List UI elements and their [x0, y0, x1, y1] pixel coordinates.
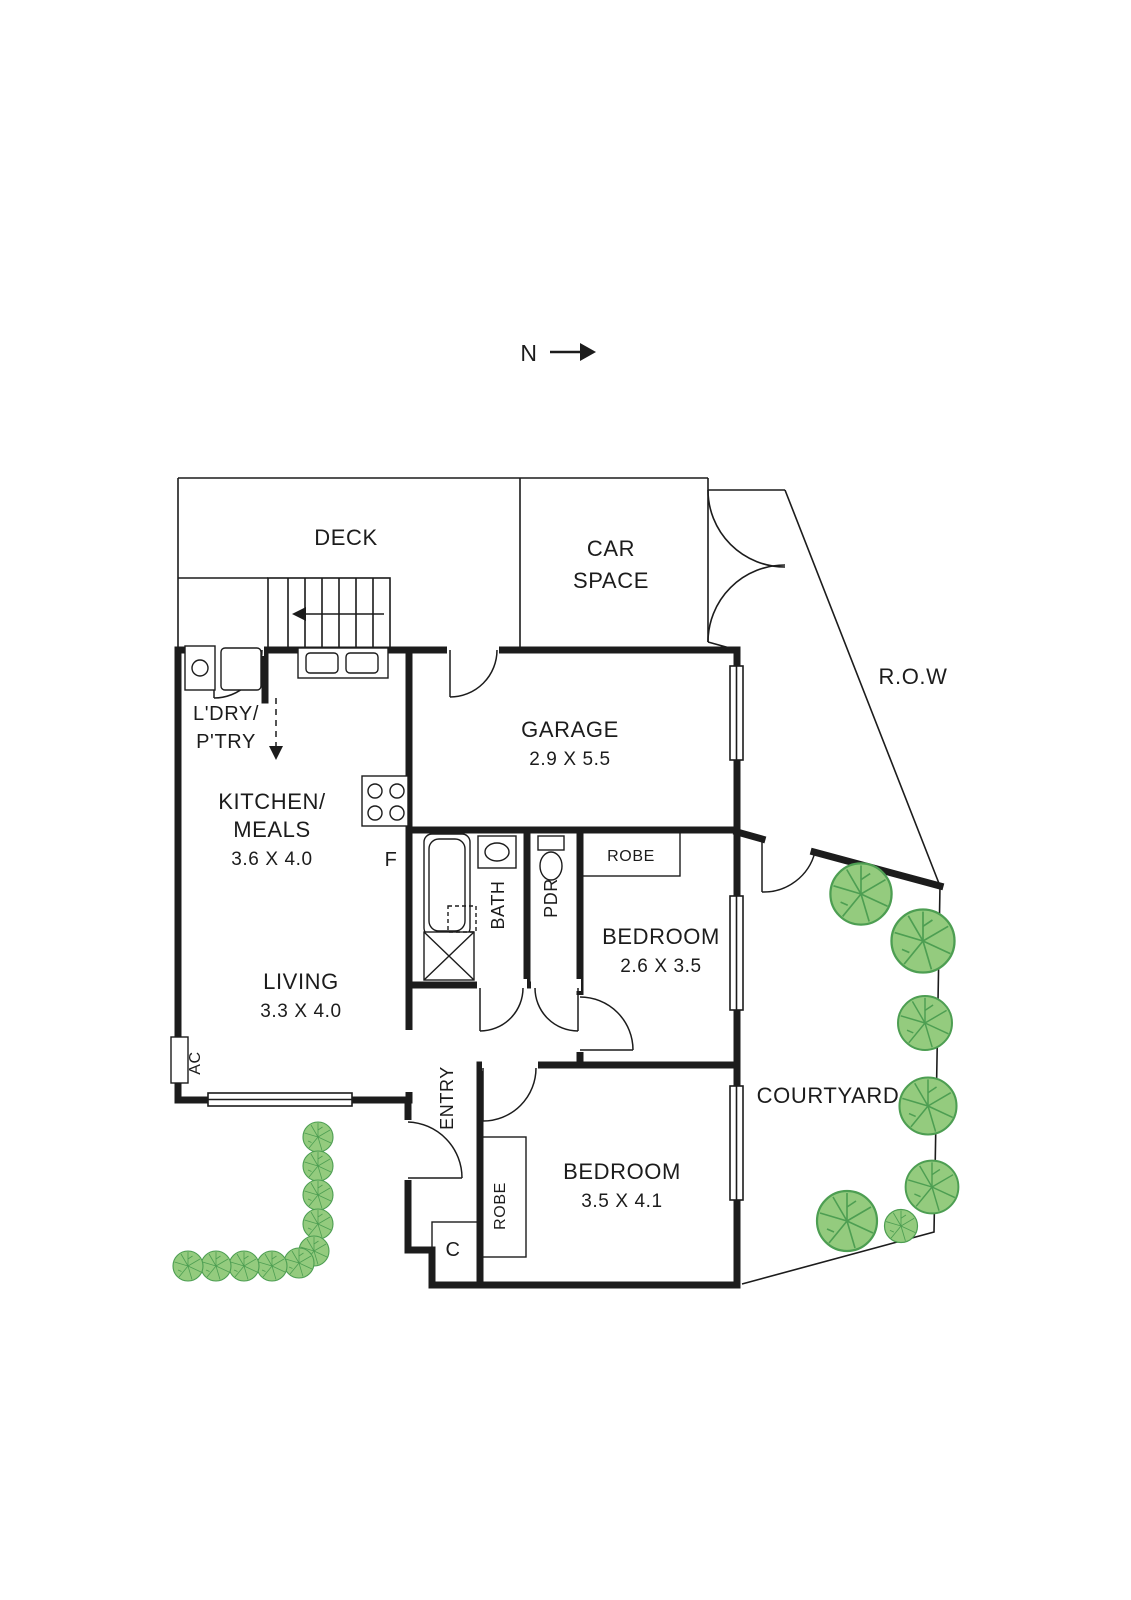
deck-label: DECK [314, 525, 378, 550]
doors [213, 649, 816, 1179]
vanity-basin [477, 835, 517, 869]
shower-screen-dashed [447, 905, 477, 933]
pdr-label: PDR [541, 878, 561, 918]
garage-dims: 2.9 X 5.5 [529, 749, 610, 770]
entry-closet [431, 1221, 481, 1285]
door-pdr [534, 987, 579, 1032]
opening-bath-door [477, 979, 527, 991]
tree-icon [890, 908, 956, 974]
north-arrow-icon [580, 343, 596, 361]
garden-hedge [172, 1121, 334, 1282]
door-entry [407, 1121, 463, 1179]
gate-arc-bottom [707, 564, 786, 643]
robe2-closet [481, 1136, 527, 1258]
bedroom2-label: BEDROOM [563, 1159, 681, 1184]
door-pantry-dashed-arrow [269, 698, 283, 760]
bedroom2-dims: 3.5 X 4.1 [581, 1191, 662, 1212]
wall-courtyard-gate-left [732, 827, 767, 844]
compass-label: N [520, 340, 537, 366]
window-garage [729, 665, 744, 761]
walls [174, 646, 945, 1289]
bedroom1-dims: 2.6 X 3.5 [620, 956, 701, 977]
tree-icon [904, 1159, 960, 1215]
stairs [267, 577, 391, 651]
kitchen-dims: 3.6 X 4.0 [231, 849, 312, 870]
courtyard-label: COURTYARD [757, 1083, 900, 1108]
tree-icon [829, 862, 893, 926]
entry-label: ENTRY [437, 1066, 457, 1130]
fixtures [170, 645, 681, 1285]
window-bedroom2 [729, 1085, 744, 1201]
shower [423, 905, 477, 981]
pantry-arrow-icon [269, 746, 283, 760]
compass: N [520, 340, 596, 366]
door-bedroom2 [482, 1067, 537, 1122]
robe1-closet [581, 831, 681, 877]
door-bath [479, 987, 524, 1032]
bedroom2-robe-label: ROBE [492, 1182, 509, 1230]
tree-icon [898, 1076, 958, 1136]
laundry-trough [184, 645, 216, 691]
closet-label: C [445, 1239, 460, 1261]
cooktop [361, 775, 409, 827]
toilet [537, 835, 565, 881]
landscaping [172, 862, 960, 1282]
shrub-icon [256, 1250, 288, 1282]
bedroom1-robe-label: ROBE [607, 848, 655, 865]
shrub-icon [228, 1250, 260, 1282]
living-dims: 3.3 X 4.0 [260, 1001, 341, 1022]
living-label: LIVING [263, 969, 339, 994]
labels: DECK CAR SPACE R.O.W L'DRY/ P'TRY GARAGE… [187, 525, 948, 1261]
kitchen-sink [297, 647, 389, 679]
tree-icon [815, 1189, 879, 1253]
gate-arc-top [707, 489, 786, 568]
windows [207, 665, 744, 1201]
fridge-label: F [385, 849, 398, 871]
shrub-icon [302, 1179, 334, 1211]
opening-living-hall [403, 1030, 415, 1092]
laundry-label-1: L'DRY/ [193, 703, 259, 725]
shrub-icon [283, 1247, 315, 1279]
shrub-icon [302, 1121, 334, 1153]
opening-entry-door [402, 1120, 414, 1180]
shrub-icon [302, 1208, 334, 1240]
bathtub [423, 833, 471, 937]
carspace-label-1: CAR [587, 536, 635, 561]
door-courtyard-gate [761, 840, 816, 893]
garage-label: GARAGE [521, 717, 619, 742]
carspace-label-2: SPACE [573, 568, 649, 593]
shrub-icon [172, 1250, 204, 1282]
opening-bedroom1-door [574, 995, 586, 1052]
kitchen-label-2: MEALS [233, 817, 311, 842]
tree-icon [897, 995, 953, 1051]
kitchen-label-1: KITCHEN/ [218, 789, 326, 814]
row-label: R.O.W [879, 664, 948, 689]
stairs-arrow-icon [292, 607, 306, 621]
bath-label: BATH [488, 880, 508, 929]
washing-machine [220, 647, 262, 691]
door-garage [449, 649, 498, 698]
opening-garage-door [447, 644, 499, 656]
ac-label: AC [187, 1051, 204, 1074]
shrub-icon [200, 1250, 232, 1282]
ac-unit [170, 1036, 189, 1084]
wall-left-top [174, 646, 741, 1104]
window-living [207, 1092, 353, 1107]
tree-icon [883, 1208, 919, 1244]
opening-pdr-door [531, 979, 581, 991]
window-bedroom1 [729, 895, 744, 1011]
row-boundary-line [784, 489, 941, 887]
shrub-icon [302, 1150, 334, 1182]
door-bedroom1 [579, 996, 634, 1051]
opening-bedroom2-door [482, 1059, 538, 1071]
laundry-label-2: P'TRY [196, 731, 256, 753]
bedroom1-label: BEDROOM [602, 924, 720, 949]
